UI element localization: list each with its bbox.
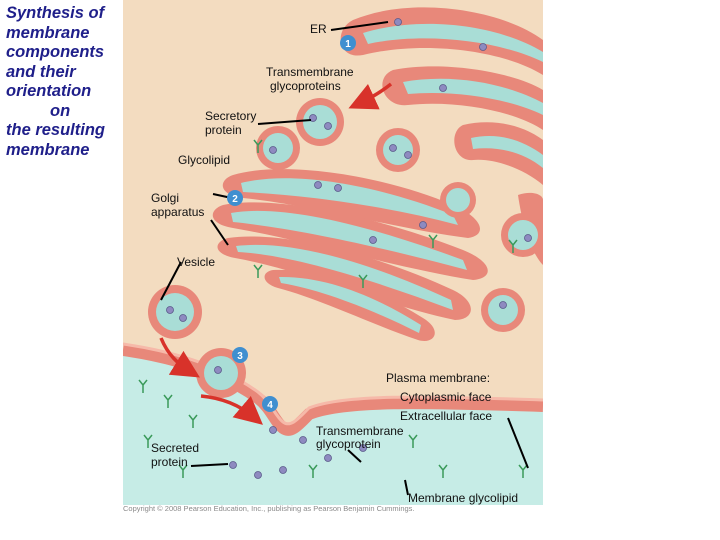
label-transmembrane-glycoproteins-1: Transmembrane (266, 65, 354, 79)
svg-text:1: 1 (345, 39, 351, 50)
pathway-arrows (159, 82, 393, 425)
golgi-apparatus (212, 169, 488, 341)
slide-title: Synthesis of membrane components and the… (6, 4, 124, 160)
label-vesicle: Vesicle (177, 255, 215, 269)
title-line: and their (6, 62, 76, 81)
step-badge-3: 3 (232, 347, 248, 363)
leader-lines (160, 21, 529, 496)
glycan-marks (138, 139, 528, 478)
membrane-synthesis-illustration: ER Transmembrane glycoproteins Secretory… (123, 0, 543, 505)
title-line: components (6, 43, 105, 61)
label-plasma-membrane: Plasma membrane: (386, 371, 490, 385)
title-line: Synthesis of (6, 4, 105, 22)
label-glycolipid: Glycolipid (178, 153, 230, 167)
label-membrane-glycolipid: Membrane glycolipid (408, 491, 518, 505)
label-golgi-1: Golgi (151, 191, 179, 205)
copyright-credit: Copyright © 2008 Pearson Education, Inc.… (123, 504, 415, 513)
step-badge-1: 1 (340, 35, 356, 51)
label-secretory-protein-1: Secretory (205, 109, 256, 123)
svg-text:4: 4 (267, 400, 273, 411)
title-line: membrane (6, 140, 90, 159)
label-secreted-protein-2: protein (151, 455, 188, 469)
title-line: the resulting (6, 121, 106, 139)
step-badge-4: 4 (262, 396, 278, 412)
label-extracellular-face: Extracellular face (400, 409, 492, 423)
title-line: on (50, 101, 71, 120)
title-line: membrane (6, 23, 90, 42)
label-secretory-protein-2: protein (205, 123, 242, 137)
label-er: ER (310, 22, 327, 36)
label-transmembrane-glycoproteins-2: glycoproteins (270, 79, 341, 93)
label-golgi-2: apparatus (151, 205, 204, 219)
label-cytoplasmic-face: Cytoplasmic face (400, 390, 492, 404)
svg-text:3: 3 (237, 351, 243, 362)
title-line: orientation (6, 82, 92, 100)
label-transmembrane-glycoprotein-2: glycoprotein (316, 437, 381, 451)
step-badge-2: 2 (227, 190, 243, 206)
label-transmembrane-glycoprotein-1: Transmembrane (316, 424, 404, 438)
membrane-proteins (166, 18, 532, 479)
label-secreted-protein-1: Secreted (151, 441, 199, 455)
svg-text:2: 2 (232, 194, 238, 205)
